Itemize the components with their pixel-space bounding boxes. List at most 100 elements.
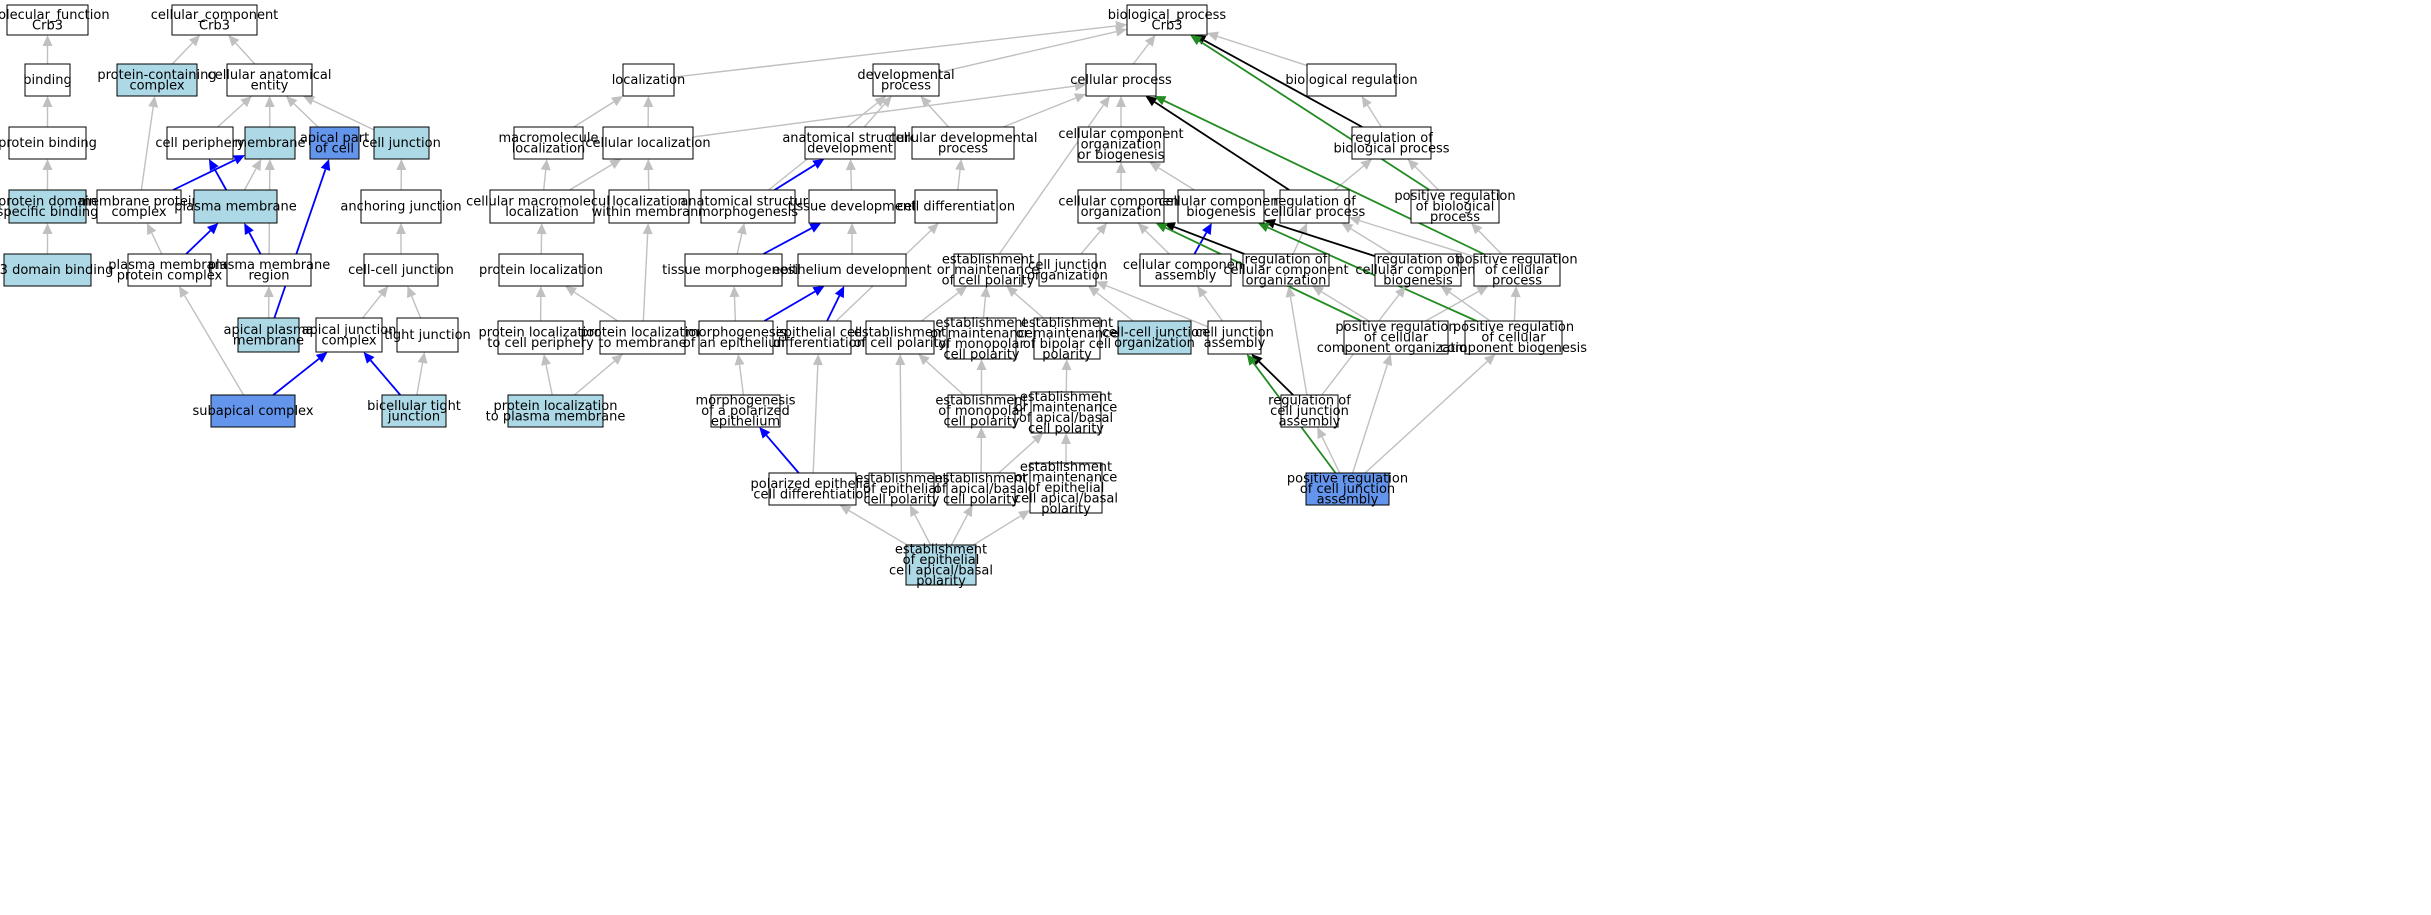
arrowhead-pos_reg_cj_assembly-to-reg_cj_assembly [1317,427,1327,440]
node-label-line: cellular developmental [889,131,1038,146]
edge-pm_protein_complex-to-membrane_protein_complex [151,232,163,255]
node-cell-periphery[interactable]: cell periphery [155,126,245,160]
node-label-line: organization [1246,274,1327,289]
arrowhead-cell_differentiation-to-cellular_developmental_process [955,159,966,171]
node-cell-cell-junction[interactable]: cell-cell junction [348,253,454,287]
arrowhead-membrane_protein_complex-to-protein_containing_complex [148,96,159,108]
node-cellular-localization[interactable]: cellular localization [585,126,711,160]
arrowhead-protein_containing_complex-to-cc_crb3 [188,35,201,47]
node-tight-junction[interactable]: tight junction [384,317,471,353]
node-box [1085,63,1157,97]
node-subapical-complex[interactable]: subapical complex [192,394,314,428]
arrowhead-anchoring_junction-to-cell_junction [396,159,407,171]
node-label-line: or biogenesis [1078,148,1165,163]
node-sh3[interactable]: SH3 domain binding [0,253,113,287]
node-cell-junction[interactable]: cell junction [362,126,441,160]
arrowhead-membrane-to-cellular_anatomical_entity [264,96,275,108]
node-label-line: cell-cell junction [1102,325,1208,340]
node-label-line: differentiation [773,336,865,351]
arrowhead-developmental_process-to-bp_crb3 [1115,26,1127,37]
node-tissue-morphogenesis[interactable]: tissue morphogenesis [662,253,805,287]
node-label-line: cell junction [1028,258,1107,273]
node-box [1374,253,1462,287]
node-box [865,320,935,355]
arrowhead-protein_localization-to-cellular_macromolecule_localization [536,223,547,235]
edge-subapical_complex-to-pm_protein_complex [183,295,245,396]
node-tissue-development[interactable]: tissue development [788,189,916,224]
node-plasma-membrane[interactable]: plasma membrane [174,189,297,224]
node-epithelium-development[interactable]: epithelium development [772,253,932,287]
node-label-line: polarity [1041,502,1091,517]
arrowhead-pm_region-to-plasma_membrane [244,223,254,236]
node-box [489,189,595,224]
node-cellular-process[interactable]: cellular process [1070,63,1172,97]
node-membrane[interactable]: membrane [234,126,306,160]
node-anchoring-junction[interactable]: anchoring junction [340,189,462,224]
node-cell-differentiation[interactable]: cell differentiation [897,189,1015,224]
node-protein-localization[interactable]: protein localization [479,253,603,287]
node-box [507,394,604,428]
arrowhead-cell_junction_assembly-to-cc_assembly [1197,286,1208,298]
node-binding[interactable]: binding [23,63,72,97]
node-biological-regulation[interactable]: biological regulation [1285,63,1418,97]
node-protein-binding[interactable]: protein binding [0,126,97,160]
node-localization[interactable]: localization [612,63,686,97]
